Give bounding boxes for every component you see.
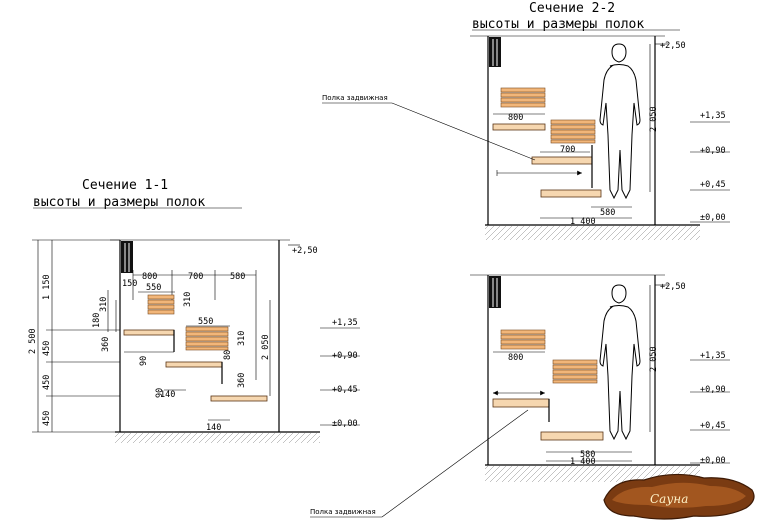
sauna-logo: Сауна [603,473,755,520]
section-2-2: Сечение 2-2 высоты и размеры полок 800 7… [322,1,730,240]
note-sliding-shelf-s3: Полка задвижная [310,508,376,516]
dim-360-b: 360 [237,373,247,388]
dim-2050-s2: 2 050 [649,106,659,132]
section-2-2-subtitle: высоты и размеры полок [472,17,644,32]
section-3: 800 580 1 400 2 050 +2,50 +1,35 +0,90 +0… [310,274,730,518]
dim-550-a: 550 [146,283,161,293]
level-135-s2: +1,35 [700,111,726,121]
dim-800: 800 [142,272,157,282]
dim-150: 150 [122,279,137,289]
level-045-s3: +0,45 [700,421,726,431]
section-1-1-subtitle: высоты и размеры полок [33,195,205,210]
human-figure-s3 [599,284,641,441]
level-135-s1: +1,35 [332,318,358,328]
level-000-s1: ±0,00 [332,419,358,429]
level-045-s2: +0,45 [700,180,726,190]
dim-2050-s3: 2 050 [649,346,659,372]
dim-80: 80 [223,350,233,360]
level-090-s3: +0,90 [700,385,726,395]
dim-310-a: 310 [99,297,109,312]
human-figure-s2 [599,43,641,200]
dim-90-a: 90 [139,356,149,366]
dim-2500: 2 500 [28,328,38,354]
dim-180: 180 [92,313,102,328]
dim-700: 700 [188,272,203,282]
dim-700-s2: 700 [560,145,575,155]
dim-310-c: 310 [237,331,247,346]
dim-90-b: 90 [155,388,165,398]
dim-800-s3: 800 [508,353,523,363]
dim-1400-s3: 1 400 [570,457,596,467]
level-090-s1: +0,90 [332,351,358,361]
logo-text: Сауна [650,492,688,506]
level-045-s1: +0,45 [332,385,358,395]
dim-450-a: 450 [42,341,52,356]
note-sliding-shelf-s2: Полка задвижная [322,94,388,102]
level-135-s3: +1,35 [700,351,726,361]
dim-450-b: 450 [42,375,52,390]
level-000-s2: ±0,00 [700,213,726,223]
dim-140-a: 140 [160,390,175,400]
section-1-1: Сечение 1-1 высоты и размеры полок 2 500… [28,178,360,443]
section-2-2-title: Сечение 2-2 [529,1,615,16]
dim-360-a: 360 [101,337,111,352]
level-250-s1: +2,50 [292,246,318,256]
dim-310-b: 310 [183,292,193,307]
section-1-1-title: Сечение 1-1 [82,178,168,193]
dim-800-s2: 800 [508,113,523,123]
dim-140-b: 140 [206,423,221,433]
dim-450-c: 450 [42,411,52,426]
level-000-s3: ±0,00 [700,456,726,466]
level-250-s2: +2,50 [660,41,686,51]
level-090-s2: +0,90 [700,146,726,156]
dim-1400-s2: 1 400 [570,217,596,227]
dim-2050-s1: 2 050 [261,334,271,360]
dim-580-s2: 580 [600,208,615,218]
level-250-s3: +2,50 [660,282,686,292]
dim-580-s3: 580 [580,450,595,460]
dim-550-b: 550 [198,317,213,327]
dim-1150: 1 150 [42,274,52,300]
dim-580: 580 [230,272,245,282]
